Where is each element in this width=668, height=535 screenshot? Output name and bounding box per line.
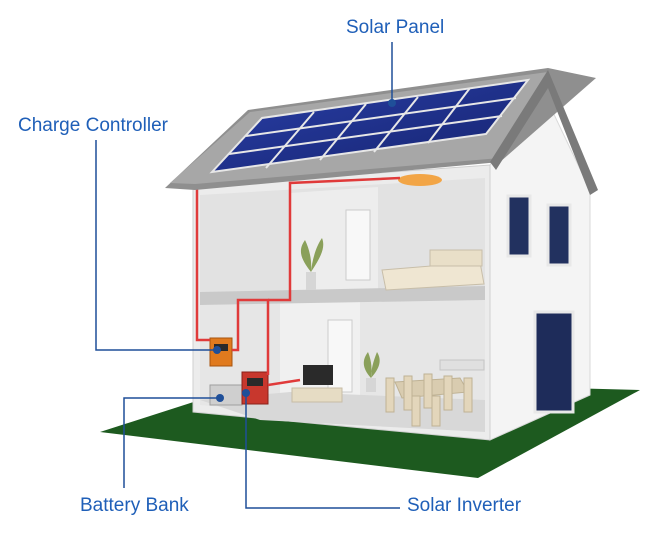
gable-trim [490, 70, 598, 195]
side-window-left [506, 194, 532, 258]
label-charge-controller: Charge Controller [18, 115, 168, 136]
battery-bank-unit [209, 384, 243, 406]
lower-plant-leaves [363, 352, 380, 378]
upper-sofa-back [429, 249, 483, 267]
label-battery-bank: Battery Bank [80, 495, 189, 516]
callout-leaders [95, 42, 400, 509]
charge-controller-screen [214, 344, 228, 351]
solar-panel-grid [228, 87, 517, 169]
solar-panel-array [209, 78, 531, 174]
lower-plant-pot [366, 378, 376, 392]
upper-plant-pot [306, 272, 316, 290]
kitchen-counter [439, 359, 485, 371]
side-window-right [546, 203, 572, 267]
charge-controller-unit [209, 337, 233, 367]
label-solar-inverter: Solar Inverter [407, 495, 522, 516]
lower-door [327, 319, 353, 393]
side-glass-door [533, 310, 575, 414]
electrical-wiring [195, 176, 401, 387]
solar-inverter-panel [247, 378, 263, 386]
upper-plant-leaves [300, 238, 324, 272]
dining-chairs [385, 373, 473, 427]
callout-dots [213, 99, 396, 402]
upper-door [345, 209, 371, 281]
ceiling-light [398, 174, 442, 186]
tv-stand [291, 387, 343, 403]
tv-screen [303, 365, 333, 385]
label-solar-panel: Solar Panel [346, 17, 445, 38]
